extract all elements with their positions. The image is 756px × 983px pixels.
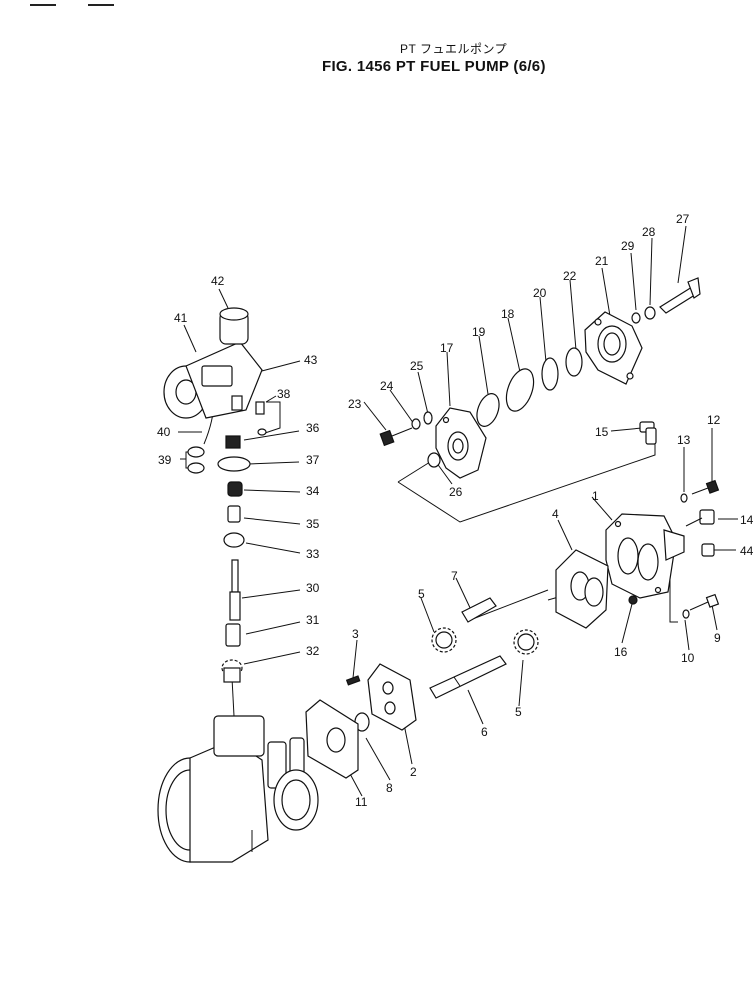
callout-44: 44	[740, 544, 754, 558]
part-4-gasket	[555, 549, 609, 629]
part-31-bushing	[225, 623, 241, 647]
part-3-pin	[345, 675, 361, 686]
callout-21: 21	[595, 254, 609, 268]
callout-14: 14	[740, 513, 754, 527]
part-41-43-solenoid-assembly	[163, 307, 263, 419]
callout-1: 1	[592, 489, 599, 503]
part-34-spacer	[227, 481, 243, 497]
pump-main-body	[157, 715, 319, 863]
part-35-piston	[227, 505, 241, 523]
part-5-gear-upper	[431, 627, 457, 653]
part-16-plug	[628, 595, 638, 605]
callout-5-lower: 5	[515, 705, 522, 719]
callout-15: 15	[595, 425, 609, 439]
callout-38: 38	[277, 387, 291, 401]
callout-27: 27	[676, 212, 690, 226]
part-23-bolt	[379, 427, 413, 447]
corner-mark-right	[88, 4, 114, 6]
part-24-washer	[411, 418, 421, 430]
callout-13: 13	[677, 433, 691, 447]
callout-22: 22	[563, 269, 577, 283]
part-32-gear	[221, 659, 243, 683]
part-19-ring	[476, 393, 500, 427]
part-21-cover	[584, 311, 643, 385]
callout-23: 23	[348, 397, 362, 411]
figure-title: FIG. 1456 PT FUEL PUMP (6/6)	[322, 58, 546, 75]
corner-mark-left	[30, 4, 56, 6]
callout-5: 5	[418, 587, 425, 601]
callout-40: 40	[157, 425, 171, 439]
callout-18: 18	[501, 307, 515, 321]
callout-42: 42	[211, 274, 225, 288]
callout-28: 28	[642, 225, 656, 239]
callout-3: 3	[352, 627, 359, 641]
callout-9: 9	[714, 631, 721, 645]
part-36-gear	[225, 435, 241, 449]
part-5-gear-lower	[513, 629, 539, 655]
part-29-washer	[631, 312, 641, 324]
callout-34: 34	[306, 484, 320, 498]
callout-25: 25	[410, 359, 424, 373]
part-10-washer	[682, 609, 690, 619]
part-33-bearing	[223, 532, 245, 548]
figure-title-japanese: PT フュエルポンプ	[400, 42, 508, 56]
callout-24: 24	[380, 379, 394, 393]
part-39-fitting	[187, 446, 205, 474]
part-25-washer	[423, 411, 433, 425]
callout-32: 32	[306, 644, 320, 658]
callout-20: 20	[533, 286, 547, 300]
part-7-pin	[461, 597, 497, 623]
callout-16: 16	[614, 645, 628, 659]
callout-4: 4	[552, 507, 559, 521]
callout-30: 30	[306, 581, 320, 595]
part-22-ring	[565, 347, 583, 377]
callout-2: 2	[410, 765, 417, 779]
part-12-bolt	[691, 479, 720, 495]
part-9-bolt	[689, 593, 720, 611]
callout-17: 17	[440, 341, 454, 355]
callout-41: 41	[174, 311, 188, 325]
callout-10: 10	[681, 651, 695, 665]
part-27-bolt	[659, 277, 701, 314]
part-6-shaft	[429, 655, 507, 699]
callout-labels: 1 2 3 4 5 5 6 7 8 9 10 11 12 13 14 15 16…	[157, 212, 754, 809]
callout-31: 31	[306, 613, 320, 627]
part-30-shaft	[229, 559, 241, 621]
part-37-gasket	[217, 456, 251, 472]
part-17-housing	[435, 407, 487, 479]
callout-33: 33	[306, 547, 320, 561]
part-26-seal	[427, 452, 441, 468]
part-11-gasket	[305, 699, 359, 779]
callout-8: 8	[386, 781, 393, 795]
callout-29: 29	[621, 239, 635, 253]
callout-6: 6	[481, 725, 488, 739]
callout-19: 19	[472, 325, 486, 339]
part-18-ring	[505, 368, 535, 412]
callout-35: 35	[306, 517, 320, 531]
part-13-washer	[680, 493, 688, 503]
part-20-ring	[541, 357, 559, 391]
part-14-fitting	[685, 509, 715, 527]
part-44-plug	[701, 543, 715, 557]
part-28-washer	[644, 306, 656, 320]
part-2-plate	[367, 663, 417, 731]
callout-39: 39	[158, 453, 172, 467]
callout-26: 26	[449, 485, 463, 499]
part-1-pump-body	[605, 513, 685, 599]
callout-7: 7	[451, 569, 458, 583]
callout-37: 37	[306, 453, 320, 467]
callout-36: 36	[306, 421, 320, 435]
part-15-elbow	[639, 421, 657, 445]
callout-12: 12	[707, 413, 721, 427]
callout-43: 43	[304, 353, 318, 367]
callout-11: 11	[355, 795, 368, 809]
part-38-screw	[255, 401, 267, 436]
